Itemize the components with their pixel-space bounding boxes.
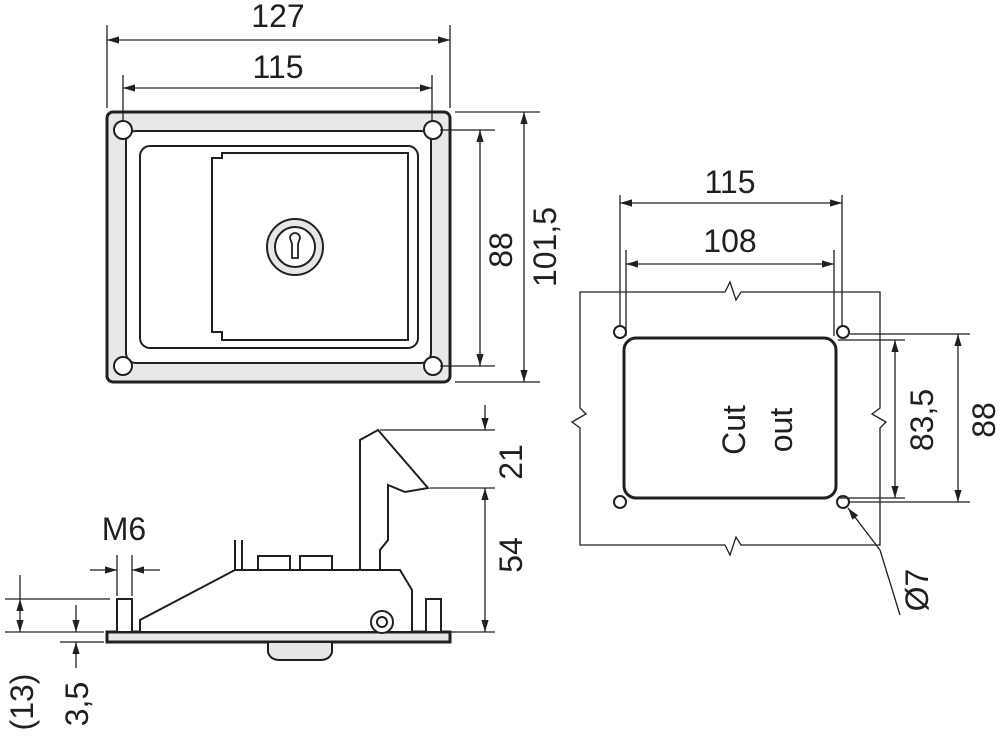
side-stud-left	[116, 598, 133, 633]
dim-label-cut-hole-width: 115	[704, 164, 755, 200]
mounting-hole	[113, 120, 133, 140]
panel-hole	[836, 325, 850, 339]
side-view: 21 54 M6 (13) 3,5	[4, 405, 529, 730]
side-handle	[359, 428, 430, 571]
keyhole-icon	[289, 232, 301, 259]
dim-label-cut-height: 83,5	[904, 389, 940, 451]
dim-label-handle-height: 21	[493, 444, 529, 480]
panel-hole	[836, 495, 850, 509]
mounting-hole	[113, 356, 133, 376]
dim-label-stud-height: (13)	[4, 674, 40, 731]
cutout-label-line2: out	[763, 408, 799, 453]
cutout-label-line1: Cut	[716, 405, 752, 455]
cutout-rect	[622, 336, 838, 500]
dim-label-plate-thickness: 3,5	[59, 682, 95, 726]
mounting-hole	[423, 120, 443, 140]
dim-label-overall-width: 127	[251, 0, 304, 34]
side-base-plate	[105, 630, 452, 644]
panel-hole	[613, 325, 627, 339]
panel-hole	[613, 495, 627, 509]
dim-label-body-height: 54	[493, 537, 529, 573]
side-housing	[139, 569, 413, 633]
top-view: 127 115 88 101,5	[105, 0, 563, 384]
dim-label-cut-hole-height: 88	[966, 402, 1000, 438]
dim-label-hole-width: 115	[252, 49, 303, 85]
dim-label-cut-width: 108	[703, 223, 756, 259]
side-boss-right	[299, 555, 333, 571]
dim-label-overall-height: 101,5	[527, 207, 563, 287]
dim-label-hole-height: 88	[483, 232, 519, 268]
mounting-hole	[423, 356, 443, 376]
panel-outline	[570, 280, 888, 557]
dim-leader-diameter	[847, 507, 881, 551]
side-lock-cylinder	[267, 641, 333, 661]
side-boss-left	[257, 555, 291, 571]
dim-label-thread: M6	[102, 511, 146, 547]
cutout-view: Cut out 115 108 83,5 88 Ø7	[570, 164, 1000, 616]
dim-label-hole-diameter: Ø7	[899, 569, 935, 612]
lock-cylinder	[266, 218, 324, 276]
side-stud-right	[425, 598, 442, 633]
side-pivot	[370, 610, 394, 634]
